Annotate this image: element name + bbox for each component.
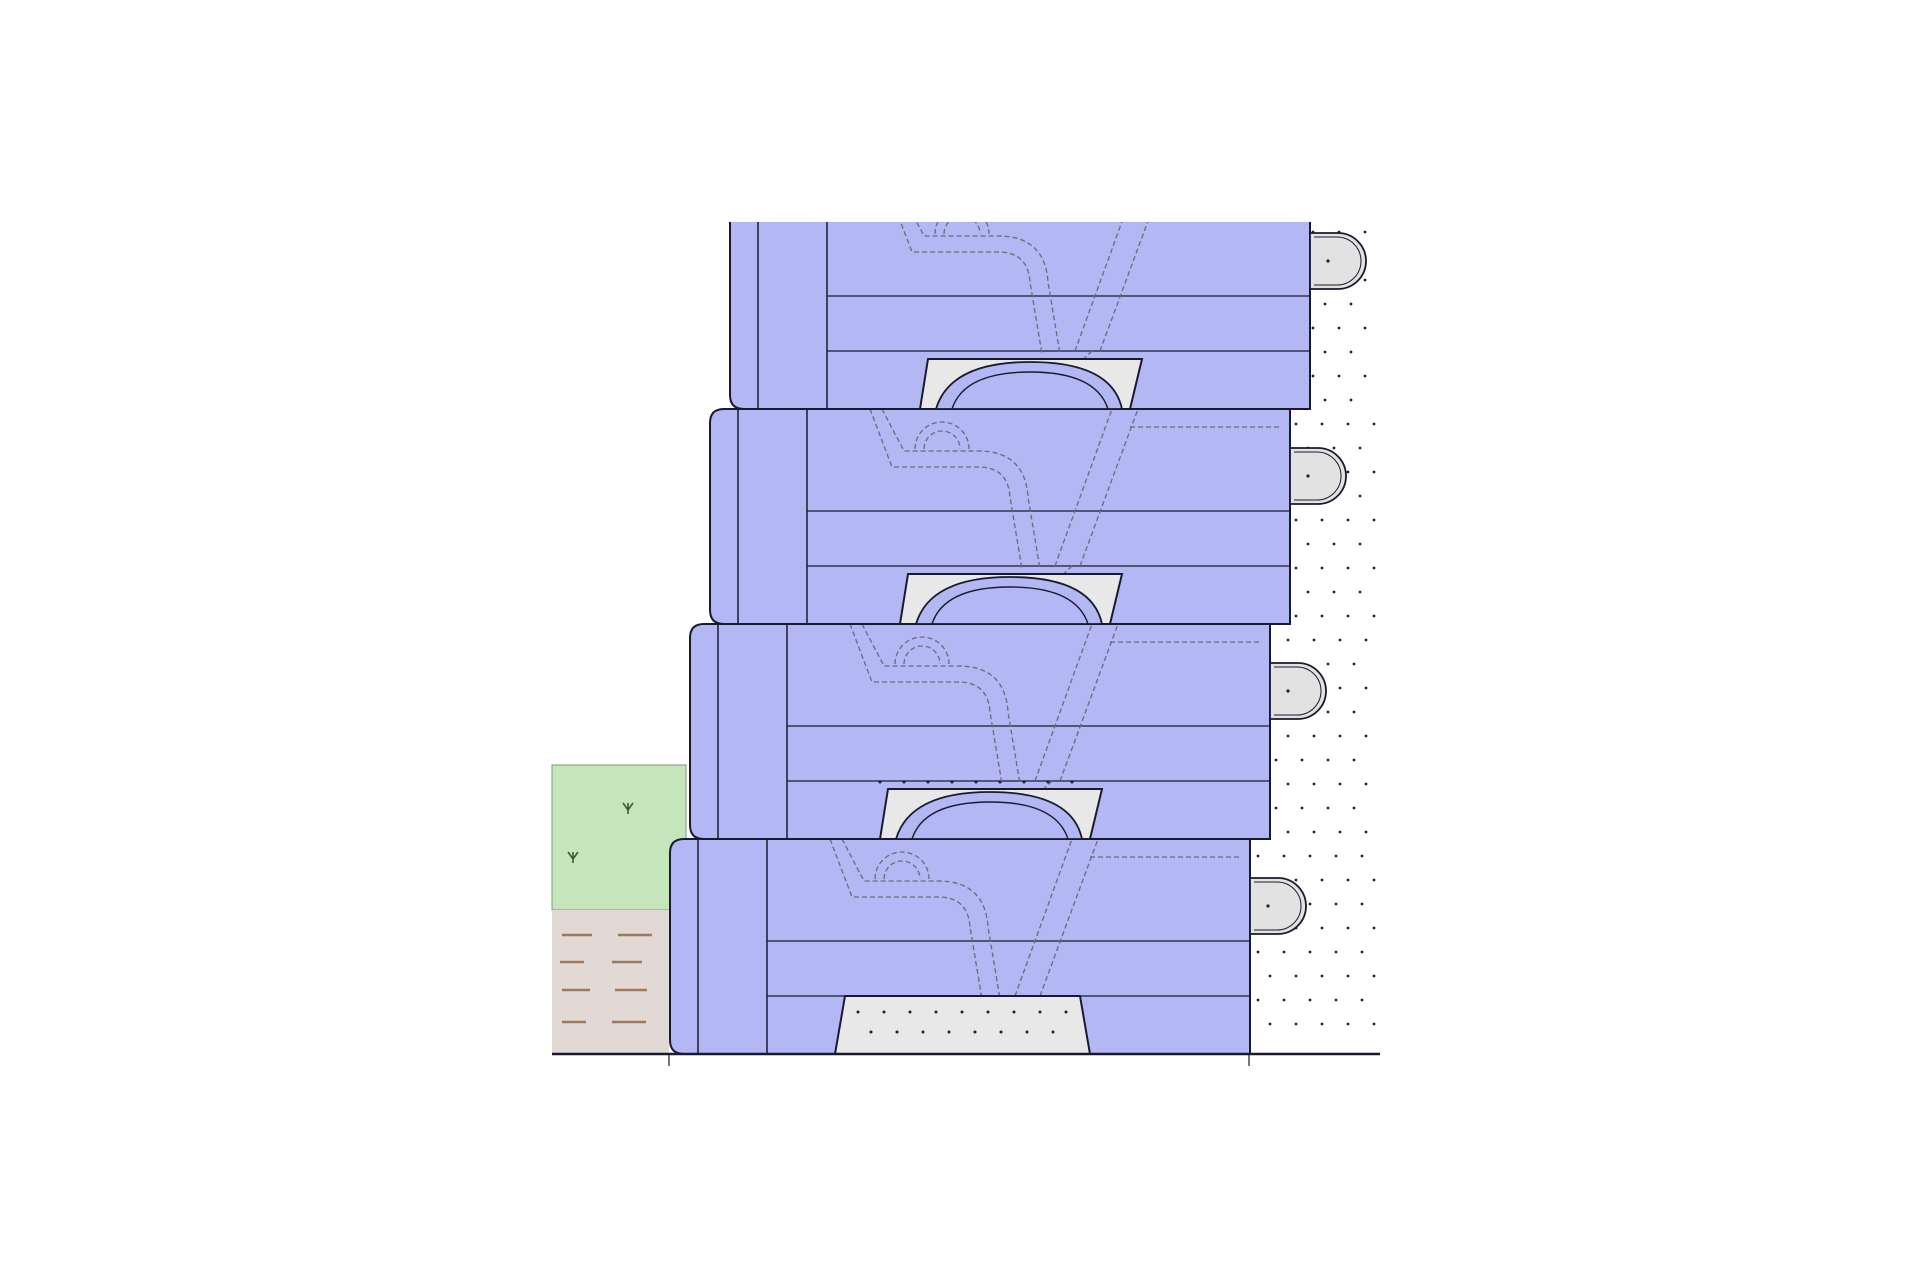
hidden-handle [883, 860, 921, 880]
keyway-arch [894, 791, 1084, 840]
hidden-diagonal [1034, 623, 1093, 782]
hidden-handle [914, 421, 970, 450]
hidden-handle [923, 430, 961, 450]
hidden-diagonal [1054, 408, 1113, 567]
wall-blocks [669, 222, 1367, 1055]
hidden-diagonal [1074, 222, 1123, 352]
keyway-arch [911, 801, 1069, 840]
keyway-arch [931, 586, 1089, 625]
hidden-handle [894, 636, 950, 665]
pin-inner [1294, 451, 1342, 501]
half-round-pin-icon [1309, 232, 1367, 290]
wall-block [729, 222, 1367, 410]
hidden-handle [943, 222, 981, 235]
half-round-pin-icon [1289, 447, 1347, 505]
hidden-channel [899, 222, 1043, 355]
hidden-channel [849, 623, 1003, 785]
grass-topsoil [551, 764, 687, 911]
half-round-pin-icon [1249, 877, 1307, 935]
pin-center [1306, 474, 1310, 478]
hidden-channel [881, 408, 1041, 570]
pin-center [1286, 689, 1290, 693]
hidden-channel [861, 623, 1021, 785]
block-body [709, 408, 1291, 625]
wall-block [709, 408, 1347, 625]
pin-center [1266, 904, 1270, 908]
pin-inner [1254, 881, 1302, 931]
wall-block [689, 623, 1327, 840]
half-round-pin-icon [1269, 662, 1327, 720]
keyway-arch [914, 576, 1104, 625]
dashed-soil-icon [560, 933, 652, 1024]
hidden-handle [903, 645, 941, 665]
pin-inner [1314, 236, 1362, 286]
keyway-arch [934, 361, 1124, 410]
hidden-channel [841, 838, 1001, 1000]
hidden-handle [934, 222, 990, 235]
hidden-diagonal [1014, 838, 1073, 997]
ground-line [552, 1052, 1380, 1066]
hidden-diagonal [1079, 408, 1139, 567]
block-body [729, 222, 1311, 410]
pin-center [1326, 259, 1330, 263]
gravel-pad-icon [856, 780, 1074, 1034]
hidden-diagonal [1099, 222, 1149, 352]
pin-inner [1274, 666, 1322, 716]
hidden-diagonal [1039, 838, 1099, 997]
keyway-arch [951, 371, 1109, 410]
hidden-channel [869, 408, 1023, 570]
hidden-channel [829, 838, 983, 1000]
grass-hatch-icon [567, 802, 634, 863]
hidden-handle [874, 851, 930, 880]
hidden-diagonal [1059, 623, 1119, 782]
embedment-soil [552, 910, 669, 1054]
block-body [689, 623, 1271, 840]
hidden-channel [915, 222, 1061, 355]
